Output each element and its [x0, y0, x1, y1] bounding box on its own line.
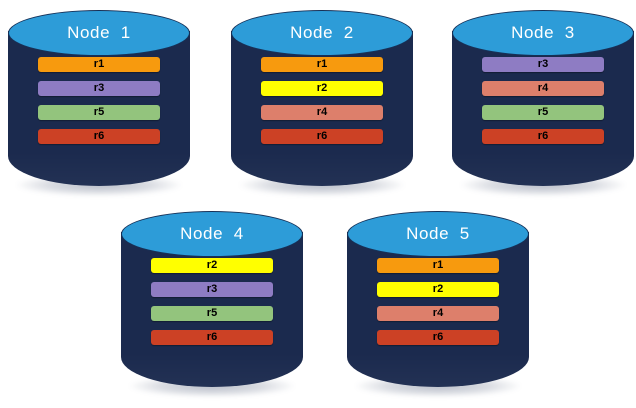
replica-list: r1 r2 r4 r6 — [377, 258, 499, 345]
node-cylinder-2[interactable]: Node 2 r1 r2 r4 r6 — [231, 10, 413, 196]
replica-label: r4 — [537, 82, 549, 94]
node-label: Node 3 — [511, 23, 575, 42]
replica-label: r6 — [206, 331, 218, 343]
node-label: Node 1 — [67, 23, 131, 42]
replica-bar-r6[interactable]: r6 — [482, 129, 604, 144]
cylinder-top-ellipse — [121, 211, 303, 257]
replica-label: r3 — [206, 283, 218, 295]
cylinder-top-ellipse — [347, 211, 529, 257]
replica-bar-r3[interactable]: r3 — [151, 282, 273, 297]
replica-bar-r1[interactable]: r1 — [377, 258, 499, 273]
replica-bar-r6[interactable]: r6 — [151, 330, 273, 345]
replica-label: r2 — [432, 283, 444, 295]
replica-label: r4 — [316, 106, 328, 118]
replica-list: r3 r4 r5 r6 — [482, 57, 604, 144]
cylinder-top-ellipse — [8, 10, 190, 56]
replica-label: r6 — [93, 130, 105, 142]
replica-label: r1 — [432, 259, 444, 271]
replica-bar-r1[interactable]: r1 — [38, 57, 160, 72]
node-label: Node 4 — [180, 224, 244, 243]
replica-bar-r6[interactable]: r6 — [377, 330, 499, 345]
replica-bar-r3[interactable]: r3 — [482, 57, 604, 72]
replica-label: r6 — [316, 130, 328, 142]
replica-bar-r2[interactable]: r2 — [151, 258, 273, 273]
replica-bar-r4[interactable]: r4 — [482, 81, 604, 96]
replica-label: r5 — [93, 106, 105, 118]
node-label: Node 2 — [290, 23, 354, 42]
replica-list: r1 r2 r4 r6 — [261, 57, 383, 144]
replica-label: r2 — [316, 82, 328, 94]
cylinder-top-ellipse — [452, 10, 634, 56]
node-cylinder-4[interactable]: Node 4 r2 r3 r5 r6 — [121, 211, 303, 397]
replica-bar-r6[interactable]: r6 — [261, 129, 383, 144]
node-cylinder-1[interactable]: Node 1 r1 r3 r5 r6 — [8, 10, 190, 196]
replica-bar-r5[interactable]: r5 — [38, 105, 160, 120]
replica-bar-r4[interactable]: r4 — [261, 105, 383, 120]
replica-label: r2 — [206, 259, 218, 271]
replica-bar-r3[interactable]: r3 — [38, 81, 160, 96]
node-cylinder-3[interactable]: Node 3 r3 r4 r5 r6 — [452, 10, 634, 196]
replica-label: r5 — [206, 307, 218, 319]
node-label: Node 5 — [406, 224, 470, 243]
replica-label: r5 — [537, 106, 549, 118]
replica-label: r4 — [432, 307, 444, 319]
node-cylinder-5[interactable]: Node 5 r1 r2 r4 r6 — [347, 211, 529, 397]
replica-bar-r1[interactable]: r1 — [261, 57, 383, 72]
replica-list: r1 r3 r5 r6 — [38, 57, 160, 144]
replica-bar-r5[interactable]: r5 — [151, 306, 273, 321]
replica-label: r3 — [93, 82, 105, 94]
replica-label: r6 — [432, 331, 444, 343]
replica-list: r2 r3 r5 r6 — [151, 258, 273, 345]
replica-bar-r2[interactable]: r2 — [377, 282, 499, 297]
replica-bar-r6[interactable]: r6 — [38, 129, 160, 144]
replica-bar-r5[interactable]: r5 — [482, 105, 604, 120]
cylinder-top-ellipse — [231, 10, 413, 56]
replica-bar-r2[interactable]: r2 — [261, 81, 383, 96]
replica-label: r1 — [316, 58, 328, 70]
replica-label: r1 — [93, 58, 105, 70]
replica-label: r6 — [537, 130, 549, 142]
replica-bar-r4[interactable]: r4 — [377, 306, 499, 321]
replica-label: r3 — [537, 58, 549, 70]
